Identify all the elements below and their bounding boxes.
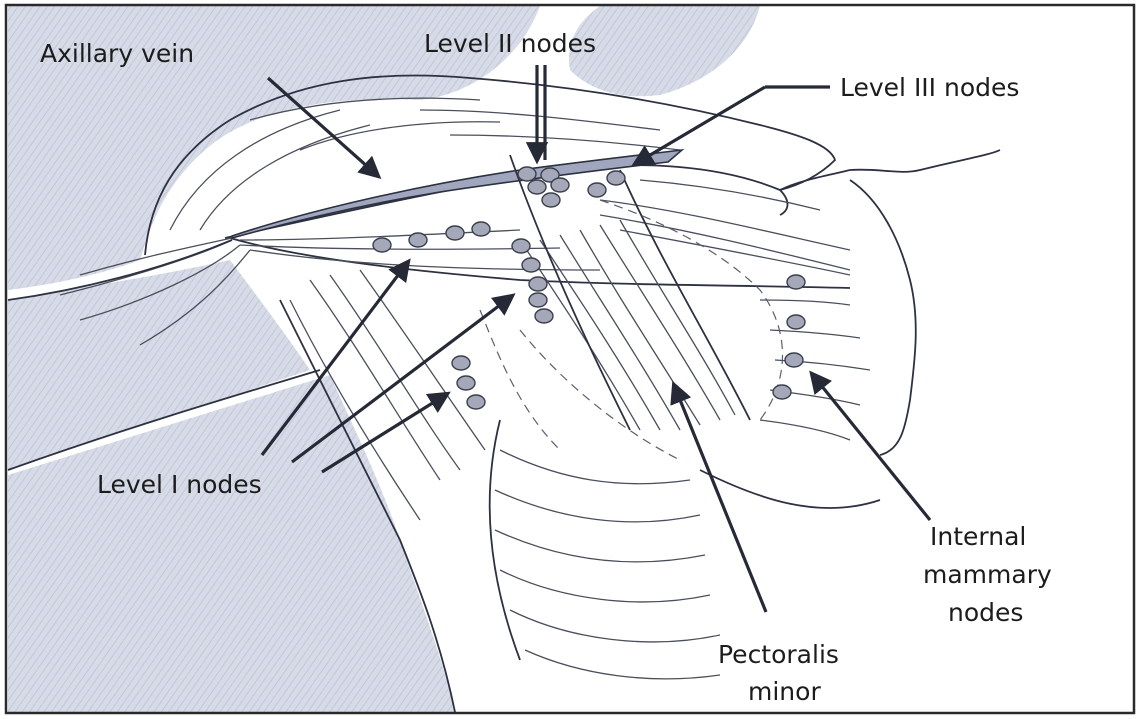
level-i-node	[373, 238, 391, 252]
level-i-node	[467, 395, 485, 409]
level-i-node	[512, 239, 530, 253]
level-iii-nodes-label: Level III nodes	[840, 73, 1019, 102]
level-i-node	[529, 277, 547, 291]
level-i-node	[522, 258, 540, 272]
internal-mammary-node	[785, 353, 803, 367]
axillary-vein-label: Axillary vein	[40, 39, 194, 68]
internal-mammary-label-line-2: mammary	[923, 560, 1052, 589]
level-iii-node	[588, 183, 606, 197]
level-iii-node	[607, 171, 625, 185]
level-ii-node	[528, 180, 546, 194]
level-ii-node	[551, 178, 569, 192]
level-i-node	[446, 226, 464, 240]
level-i-node	[452, 356, 470, 370]
pectoralis-minor-label-line-1: Pectoralis	[718, 640, 839, 669]
internal-mammary-node	[773, 385, 791, 399]
level-i-node	[457, 376, 475, 390]
level-ii-node	[542, 193, 560, 207]
internal-mammary-node	[787, 315, 805, 329]
level-i-node	[472, 222, 490, 236]
pectoralis-minor-label-line-2: minor	[748, 677, 821, 706]
level-ii-nodes-label: Level II nodes	[424, 29, 596, 58]
internal-mammary-label-line-1: Internal	[930, 522, 1026, 551]
level-ii-node	[518, 167, 536, 181]
internal-mammary-node	[787, 275, 805, 289]
level-i-node	[535, 309, 553, 323]
level-i-node	[529, 293, 547, 307]
level-i-nodes-label: Level I nodes	[97, 470, 262, 499]
level-i-node	[409, 233, 427, 247]
internal-mammary-label-line-3: nodes	[948, 598, 1023, 627]
